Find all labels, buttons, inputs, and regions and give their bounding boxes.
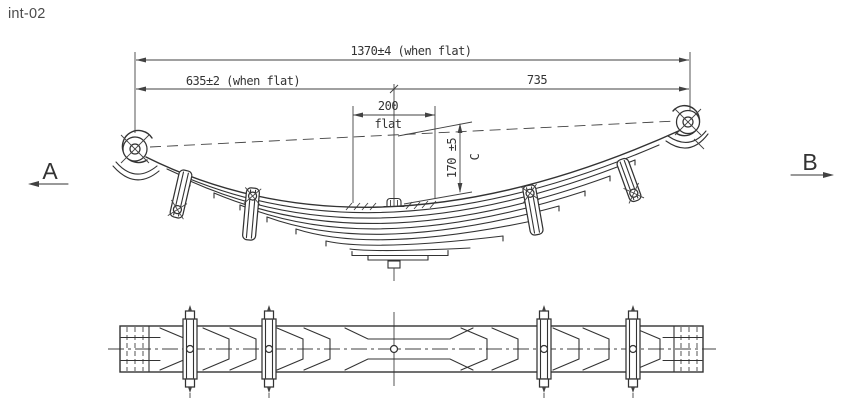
side-view: 1370±4 (when flat) 635±2 (when flat) 735…	[28, 44, 834, 281]
center-bolt	[383, 197, 405, 281]
dimension-lines	[134, 52, 691, 211]
leaf-tip-chevrons	[159, 327, 661, 371]
plan-body	[119, 325, 704, 373]
clamp-left-outer	[167, 169, 193, 220]
spring-eye-left	[112, 129, 160, 181]
view-arrow-b: B	[790, 149, 834, 178]
spring-eye-right	[665, 104, 709, 150]
view-arrow-a: A	[28, 158, 69, 187]
dim-camber-letter: C	[468, 153, 482, 160]
flat-seat-hatching	[345, 200, 437, 211]
center-bolt-hole	[389, 344, 399, 354]
dim-free-camber: 170 ±5	[445, 138, 459, 179]
clamp-right-inner	[520, 183, 544, 236]
dim-rear-length: 735	[527, 73, 547, 87]
pack-bottom-steps	[351, 249, 449, 261]
plan-clamp-left-outer	[182, 305, 198, 398]
page-label: int-02	[8, 6, 46, 22]
dim-flat-length: 200	[378, 99, 398, 113]
view-label-a: A	[42, 158, 58, 184]
view-label-b: B	[802, 149, 817, 175]
dim-front-length: 635±2 (when flat)	[186, 74, 300, 88]
camber-reference-line	[149, 120, 677, 148]
leaf-pack	[145, 128, 684, 261]
plan-clamp-right-inner	[536, 305, 552, 398]
clamp-left-inner	[242, 187, 262, 241]
plan-view	[108, 305, 716, 398]
dim-flat-label: flat	[375, 117, 402, 131]
dim-total-length: 1370±4 (when flat)	[350, 44, 471, 58]
plan-clamp-left-inner	[261, 305, 277, 398]
plan-clamp-right-outer	[625, 305, 641, 398]
clamp-right-outer	[616, 157, 645, 204]
